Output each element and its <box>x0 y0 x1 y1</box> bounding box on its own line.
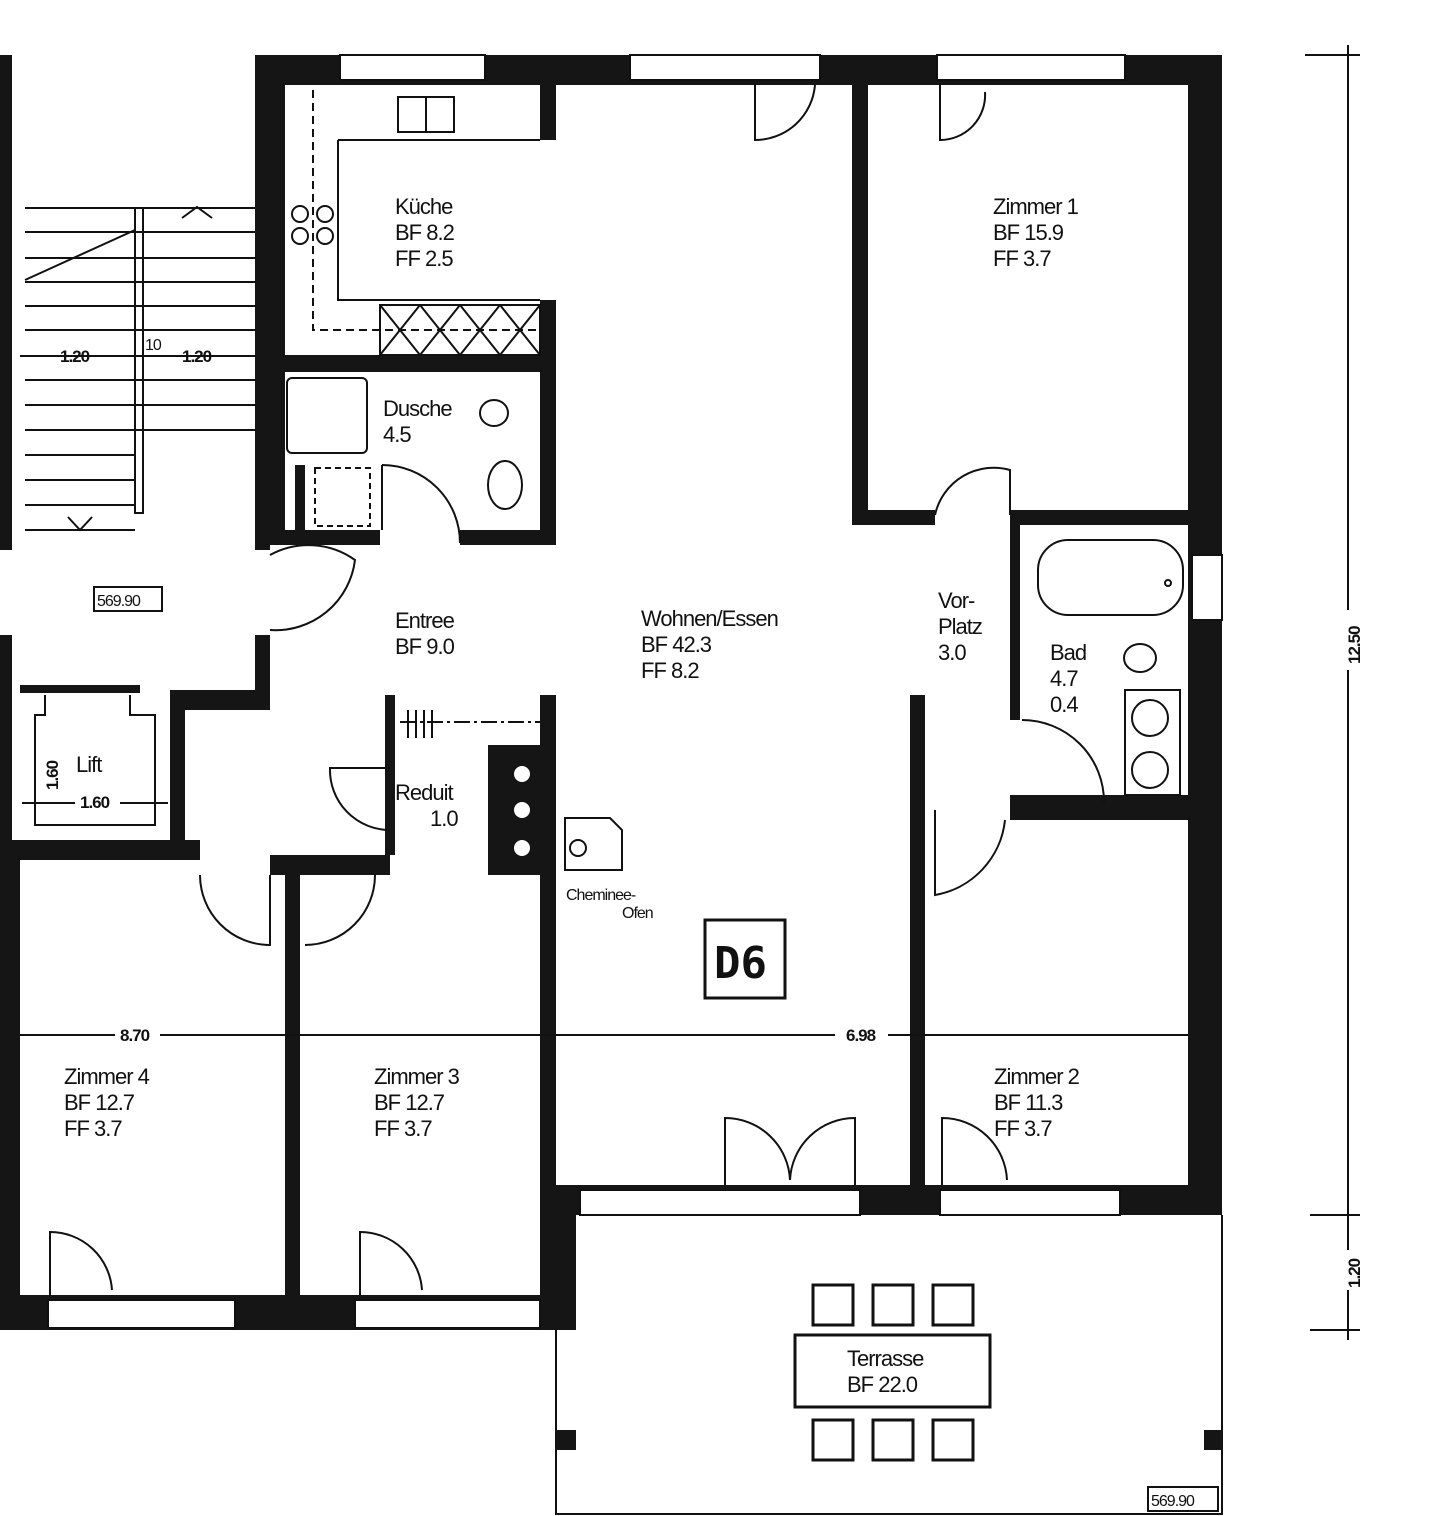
fireplace-label-2: Ofen <box>622 905 653 922</box>
zimmer4-bf: BF 12.7 <box>64 1090 135 1115</box>
lift-width: 1.60 <box>80 793 110 812</box>
bad-area: 4.7 <box>1050 666 1078 691</box>
zimmer3-bf: BF 12.7 <box>374 1090 445 1115</box>
stair-level: 569.90 <box>97 593 141 610</box>
zimmer1-bf: BF 15.9 <box>993 220 1064 245</box>
vorplatz-area: 3.0 <box>938 640 966 665</box>
terrace-level: 569.90 <box>1151 1493 1195 1510</box>
fireplace <box>514 766 623 871</box>
doors <box>49 84 1011 1295</box>
zimmer2-bf: BF 11.3 <box>994 1090 1063 1115</box>
vorplatz-name-1: Vor- <box>938 588 975 613</box>
depth-dimension <box>1305 45 1360 1340</box>
unit-label: D6 <box>714 938 767 989</box>
shower-fixtures <box>286 377 523 544</box>
stair-gap: 10 <box>145 337 162 354</box>
terrace <box>555 1215 1223 1515</box>
room-labels: Küche BF 8.2 FF 2.5 Zimmer 1 BF 15.9 FF … <box>64 194 1087 1141</box>
dusche-name: Dusche <box>383 396 452 421</box>
staircase <box>20 205 255 532</box>
bad-name: Bad <box>1050 640 1086 665</box>
walls <box>0 55 1222 1330</box>
width-right: 6.98 <box>846 1026 876 1045</box>
lift-label: Lift <box>76 752 102 777</box>
fireplace-label-1: Cheminee- <box>566 887 636 904</box>
zimmer2-ff: FF 3.7 <box>994 1116 1052 1141</box>
zimmer3-ff: FF 3.7 <box>374 1116 432 1141</box>
zimmer1-name: Zimmer 1 <box>993 194 1079 219</box>
zimmer3-name: Zimmer 3 <box>374 1064 460 1089</box>
zimmer4-ff: FF 3.7 <box>64 1116 122 1141</box>
kueche-name: Küche <box>395 194 453 219</box>
zimmer1-ff: FF 3.7 <box>993 246 1051 271</box>
unit-badge <box>703 918 787 1000</box>
kueche-ff: FF 2.5 <box>395 246 453 271</box>
reduit-name: Reduit <box>395 780 453 805</box>
kitchen-fixtures <box>291 90 541 356</box>
lift-height: 1.60 <box>43 760 62 790</box>
bath-fixtures <box>1021 539 1184 803</box>
stair-level-box <box>93 586 163 612</box>
wohnen-ff: FF 8.2 <box>641 658 699 683</box>
zimmer2-name: Zimmer 2 <box>994 1064 1080 1089</box>
width-left: 8.70 <box>120 1026 150 1045</box>
stair-width-left: 1.20 <box>60 347 90 366</box>
depth-terrace: 1.20 <box>1345 1258 1364 1288</box>
windows <box>47 54 1223 1329</box>
depth-total: 12.50 <box>1345 626 1364 664</box>
zimmer4-name: Zimmer 4 <box>64 1064 150 1089</box>
terrasse-bf: BF 22.0 <box>847 1372 918 1397</box>
reduit-area: 1.0 <box>430 806 458 831</box>
terrasse-name: Terrasse <box>847 1346 924 1371</box>
wohnen-name: Wohnen/Essen <box>641 606 778 631</box>
entree-name: Entree <box>395 608 455 633</box>
bad-extra: 0.4 <box>1050 692 1078 717</box>
stair-width-right: 1.20 <box>182 347 212 366</box>
entree-bf: BF 9.0 <box>395 634 455 659</box>
lift <box>34 695 156 826</box>
wohnen-bf: BF 42.3 <box>641 632 712 657</box>
vorplatz-name-2: Platz <box>938 614 982 639</box>
dusche-area: 4.5 <box>383 422 411 447</box>
kueche-bf: BF 8.2 <box>395 220 455 245</box>
